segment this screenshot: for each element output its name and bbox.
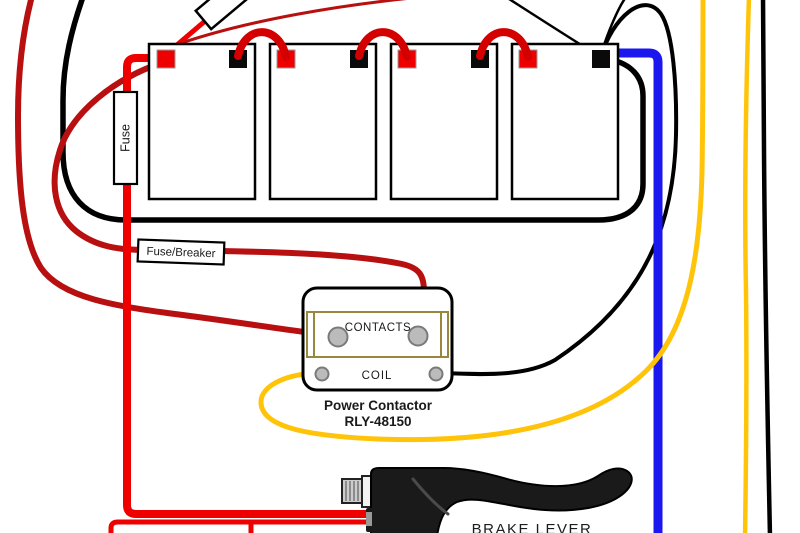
- main-positive-wire: [123, 54, 371, 518]
- brake-lever-highlight: [411, 477, 450, 516]
- battery-3: [389, 42, 499, 201]
- blue-output-wire: [602, 48, 663, 533]
- series-jumper-1: [234, 28, 290, 61]
- battery-1-positive-terminal: [156, 49, 176, 69]
- battery-1: [147, 42, 257, 201]
- lower-red-bus-wire: [108, 519, 370, 533]
- brake-lever-connector-slot: [366, 512, 372, 526]
- contactor-model-label: RLY-48150: [344, 414, 411, 429]
- brake-lever-plate: [361, 475, 372, 508]
- battery-2: [268, 42, 378, 201]
- brake-lever-adjuster: [341, 478, 364, 504]
- fuse-component: Fuse: [112, 90, 139, 186]
- brake-lever: BRAKE LEVER: [341, 467, 633, 533]
- battery-4-negative-terminal: [592, 50, 610, 68]
- contact-terminal-right: [407, 325, 429, 347]
- contact-terminal-left: [327, 326, 349, 348]
- battery-pack: [147, 28, 620, 201]
- fuse-box: [112, 90, 139, 186]
- power-contactor: CONTACTS COIL Power Contactor RLY-48150: [301, 286, 454, 429]
- fuse-breaker-component: Fuse/Breaker: [136, 238, 226, 266]
- contacts-label: CONTACTS: [345, 322, 411, 334]
- battery-4: [510, 42, 620, 201]
- fuse-breaker-wire: [51, 59, 427, 333]
- top-rotated-tag: [193, 0, 253, 31]
- battery-negative-bus-wire: [60, 0, 646, 223]
- coil-label: COIL: [362, 370, 393, 382]
- brake-lever-body: [370, 467, 633, 533]
- adjuster-ribs: [345, 481, 359, 501]
- coil-negative-wire: [436, 3, 679, 377]
- right-black-wire: [760, 0, 773, 533]
- brake-lever-label: BRAKE LEVER: [472, 521, 593, 533]
- fuse-breaker-box: [136, 238, 226, 266]
- series-jumper-3: [476, 28, 532, 61]
- fuse-label: Fuse: [119, 124, 133, 152]
- coil-yellow-wire: [258, 0, 706, 443]
- coil-terminal-right: [428, 366, 444, 382]
- contactor-name-label: Power Contactor: [324, 398, 433, 413]
- right-yellow-wire: [742, 0, 752, 533]
- coil-terminal-left: [314, 366, 330, 382]
- series-jumper-2: [355, 28, 411, 61]
- contacts-left-supply-wire: [15, 0, 340, 339]
- fuse-breaker-label: Fuse/Breaker: [146, 246, 216, 260]
- thin-positive-offscreen-wire: [168, 0, 408, 49]
